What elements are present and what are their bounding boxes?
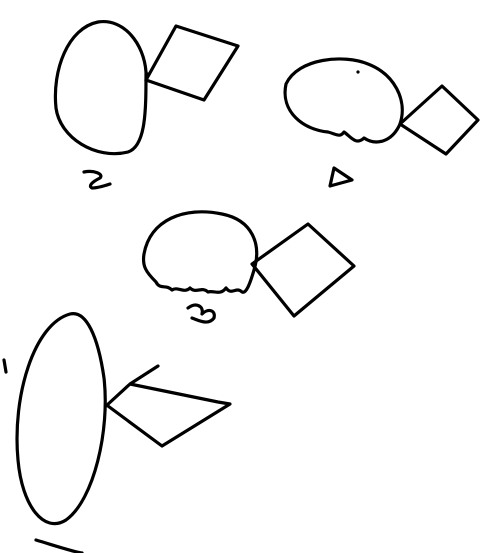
figure-2-label-mark [84, 171, 110, 188]
figure-1-edge-mark [4, 360, 6, 372]
figure-4-rhombus [400, 86, 478, 154]
figure-1-label-mark [36, 540, 82, 553]
figure-1-ellipse [17, 314, 105, 524]
figure-3-rhombus [252, 224, 354, 316]
figure-3-label-mark [188, 305, 214, 322]
figure-1-rhombus [106, 366, 230, 446]
figure-2-rhombus [146, 26, 238, 100]
figure-4-dot [356, 70, 359, 73]
figure-2 [55, 22, 238, 188]
figure-4-label-mark [330, 168, 352, 186]
figure-2-blob [55, 22, 146, 154]
figure-3 [144, 212, 355, 322]
figure-3-blob [144, 212, 257, 292]
figure-4 [285, 59, 478, 186]
figure-4-blob [285, 59, 402, 142]
figure-1 [4, 314, 230, 553]
